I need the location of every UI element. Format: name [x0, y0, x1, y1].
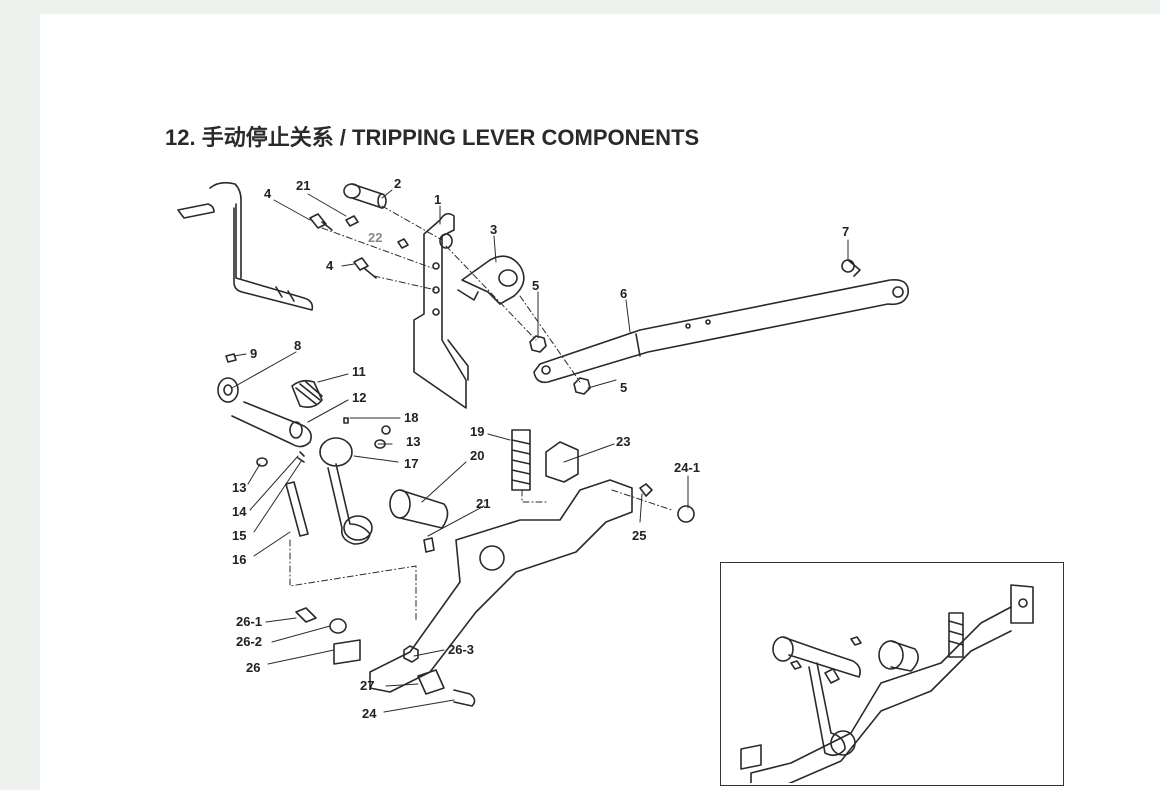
callout-21-top: 21: [296, 178, 310, 193]
callout-26-1: 26-1: [236, 614, 262, 629]
callout-2: 2: [394, 176, 401, 191]
callout-18: 18: [404, 410, 418, 425]
callout-13-right: 13: [406, 434, 420, 449]
callout-7: 7: [842, 224, 849, 239]
callout-24-1: 24-1: [674, 460, 700, 475]
page-title: 12. 手动停止关系 / TRIPPING LEVER COMPONENTS: [165, 125, 700, 150]
assembled-view-inset: [720, 562, 1064, 790]
callout-1: 1: [434, 192, 441, 207]
callout-26-2: 26-2: [236, 634, 262, 649]
crank-handle-part: [177, 181, 314, 311]
callout-5-bottom: 5: [620, 380, 627, 395]
cam-lever-part-3: [457, 255, 525, 305]
shaft-assembly-parts-8-12: [217, 353, 323, 448]
leader-lines: [231, 189, 849, 713]
callout-16: 16: [232, 552, 246, 567]
callout-27: 27: [360, 678, 374, 693]
screw-parts-4-21-22: [309, 213, 409, 279]
callout-23: 23: [616, 434, 630, 449]
tripping-lever-body: [295, 479, 695, 707]
callout-20: 20: [470, 448, 484, 463]
callout-3: 3: [490, 222, 497, 237]
spring-and-shaft-parts-19-21: [389, 429, 531, 553]
callout-8: 8: [294, 338, 301, 353]
callout-25: 25: [632, 528, 646, 543]
lever-parts-13-18: [256, 417, 391, 545]
assembly-lines: [289, 205, 673, 621]
callout-24: 24: [362, 706, 377, 721]
callout-9: 9: [250, 346, 257, 361]
callout-5-top: 5: [532, 278, 539, 293]
stud-pin-part-2: [343, 183, 387, 209]
callout-15: 15: [232, 528, 246, 543]
callout-4-top: 4: [264, 186, 272, 201]
long-arm-part-6: [533, 278, 909, 384]
callout-14: 14: [232, 504, 247, 519]
bracket-plate-part-1: [413, 212, 469, 409]
nut-parts-5: [529, 335, 591, 395]
callout-4-bottom: 4: [326, 258, 334, 273]
callout-21-bottom: 21: [476, 496, 490, 511]
callout-19: 19: [470, 424, 484, 439]
callout-13-left: 13: [232, 480, 246, 495]
callout-12: 12: [352, 390, 366, 405]
shoulder-screw-part-7: [841, 259, 861, 277]
callout-11: 11: [352, 364, 366, 379]
callout-17: 17: [404, 456, 418, 471]
callout-22: 22: [368, 230, 382, 245]
assembled-view-drawing: [740, 584, 1034, 790]
block-part-23: [545, 441, 579, 483]
callout-6: 6: [620, 286, 627, 301]
callout-26: 26: [246, 660, 260, 675]
callout-26-3: 26-3: [448, 642, 474, 657]
